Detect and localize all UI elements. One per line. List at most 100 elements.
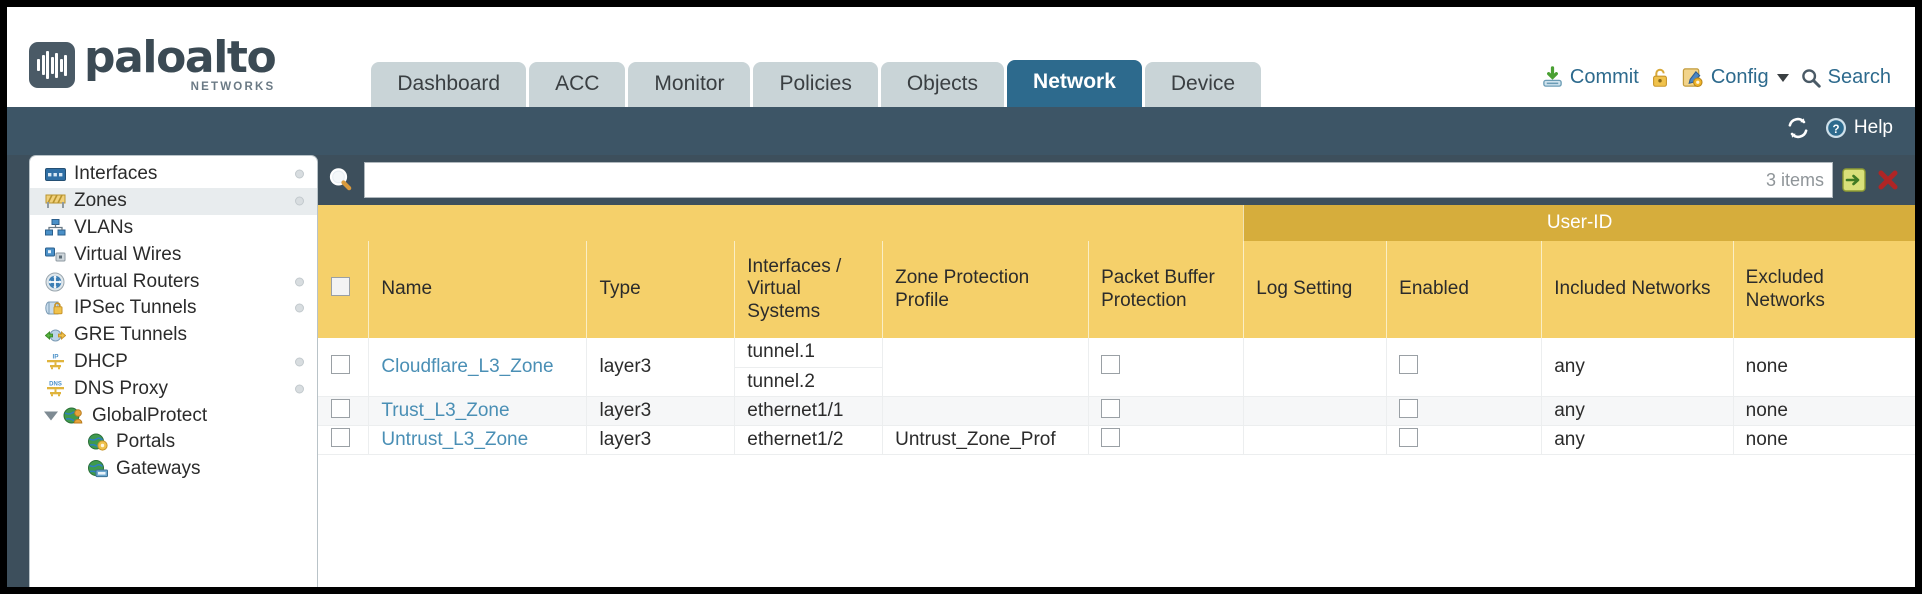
column-header-enabled[interactable]: Enabled: [1386, 241, 1542, 338]
select-all-header[interactable]: [318, 241, 369, 338]
column-header-name[interactable]: Name: [368, 241, 587, 338]
cell-included-networks: any: [1541, 338, 1734, 397]
refresh-icon[interactable]: [1785, 115, 1811, 141]
cell-log-setting: [1243, 338, 1387, 397]
search-input-wrap[interactable]: 3 items: [364, 162, 1833, 198]
column-header-log-setting[interactable]: Log Setting: [1243, 241, 1387, 338]
table-row[interactable]: Untrust_L3_Zone layer3 ethernet1/2 Untru…: [318, 425, 1915, 455]
column-header-type[interactable]: Type: [586, 241, 735, 338]
content-panel: 3 items: [318, 155, 1915, 587]
vlans-icon: [44, 218, 66, 237]
sidebar-item-ipsec-tunnels[interactable]: IPSec Tunnels: [30, 295, 317, 322]
config-dropdown[interactable]: Config: [1681, 66, 1789, 89]
userid-enabled-checkbox[interactable]: [1399, 427, 1419, 447]
row-select-cell[interactable]: [318, 338, 369, 397]
help-button[interactable]: ? Help: [1824, 116, 1893, 140]
userid-enabled-checkbox[interactable]: [1399, 354, 1419, 374]
help-icon: ?: [1825, 118, 1846, 138]
svg-text:IP: IP: [52, 354, 59, 361]
interface-item: tunnel.2: [747, 370, 815, 392]
sidebar-label: VLANs: [74, 216, 134, 238]
row-checkbox[interactable]: [331, 398, 350, 418]
search-label: Search: [1827, 66, 1891, 88]
sidebar-label: DNS Proxy: [74, 377, 168, 399]
filter-search-icon[interactable]: [326, 165, 356, 195]
sidebar-item-globalprotect[interactable]: GlobalProtect: [30, 402, 317, 429]
brand-logo[interactable]: paloalto NETWORKS: [29, 32, 277, 93]
row-select-cell[interactable]: [318, 425, 369, 455]
tab-device[interactable]: Device: [1144, 61, 1262, 107]
tab-dashboard[interactable]: Dashboard: [371, 61, 527, 107]
packet-buffer-protection-checkbox[interactable]: [1101, 354, 1121, 374]
packet-buffer-protection-checkbox[interactable]: [1101, 427, 1121, 447]
sidebar-status-dot: [295, 357, 304, 367]
cell-zone-protection-profile: [882, 338, 1089, 397]
cell-name[interactable]: Cloudflare_L3_Zone: [368, 338, 587, 397]
sidebar-status-dot: [295, 384, 304, 394]
column-header-packet-buffer-protection[interactable]: Packet Buffer Protection: [1088, 241, 1244, 338]
commit-button[interactable]: Commit: [1541, 66, 1639, 89]
tab-policies[interactable]: Policies: [753, 61, 878, 107]
row-checkbox[interactable]: [331, 427, 350, 447]
tab-acc[interactable]: ACC: [529, 61, 626, 107]
cell-name[interactable]: Trust_L3_Zone: [368, 396, 587, 426]
search-row: 3 items: [318, 155, 1915, 205]
sidebar-item-dns-proxy[interactable]: DNS DNS Proxy: [30, 375, 317, 402]
tab-network[interactable]: Network: [1007, 59, 1142, 107]
network-sidebar: Interfaces Zones: [29, 155, 318, 587]
sidebar-item-vlans[interactable]: VLANs: [30, 215, 317, 242]
zones-icon: [44, 192, 66, 211]
tab-objects[interactable]: Objects: [880, 61, 1005, 107]
cell-userid-enabled[interactable]: [1386, 425, 1542, 455]
row-checkbox[interactable]: [331, 354, 350, 374]
sidebar-label: GRE Tunnels: [74, 324, 187, 346]
table-row[interactable]: Trust_L3_Zone layer3 ethernet1/1 any non…: [318, 396, 1915, 426]
sidebar-item-portals[interactable]: Portals: [30, 429, 317, 456]
sidebar-status-dot: [295, 303, 304, 313]
column-header-zone-protection-profile[interactable]: Zone Protection Profile: [882, 241, 1089, 338]
row-select-cell[interactable]: [318, 396, 369, 426]
column-header-included-networks[interactable]: Included Networks: [1541, 241, 1734, 338]
sidebar-item-interfaces[interactable]: Interfaces: [30, 161, 317, 188]
lock-button[interactable]: [1650, 67, 1670, 89]
brand-tagline: NETWORKS: [190, 81, 276, 93]
commit-label: Commit: [1569, 66, 1639, 88]
cell-type: layer3: [586, 396, 735, 426]
clear-filter-button[interactable]: [1875, 167, 1901, 193]
cell-packet-buffer-protection[interactable]: [1088, 425, 1244, 455]
gre-tunnels-icon: [44, 326, 66, 345]
packet-buffer-protection-checkbox[interactable]: [1101, 398, 1121, 418]
sidebar-item-zones[interactable]: Zones: [30, 187, 317, 215]
virtual-routers-icon: [44, 272, 66, 292]
gateways-icon: [86, 460, 108, 479]
cell-userid-enabled[interactable]: [1386, 338, 1542, 397]
sidebar-item-gre-tunnels[interactable]: GRE Tunnels: [30, 322, 317, 349]
sidebar-item-dhcp[interactable]: IP DHCP: [30, 349, 317, 376]
items-count: 3 items: [1765, 169, 1824, 190]
select-all-checkbox[interactable]: [331, 276, 350, 296]
interface-item: tunnel.1: [735, 338, 883, 368]
userid-enabled-checkbox[interactable]: [1399, 398, 1419, 418]
table-header-row: Name Type Interfaces / Virtual Systems Z…: [318, 241, 1915, 338]
sidebar-item-virtual-wires[interactable]: Virtual Wires: [30, 241, 317, 268]
sidebar-item-gateways[interactable]: Gateways: [30, 456, 317, 483]
column-header-interfaces[interactable]: Interfaces / Virtual Systems: [734, 241, 883, 338]
close-icon: [1878, 170, 1898, 190]
chevron-down-icon: [1776, 73, 1789, 82]
expander-triangle-icon[interactable]: [44, 411, 58, 421]
sidebar-item-virtual-routers[interactable]: Virtual Routers: [30, 268, 317, 295]
column-header-excluded-networks[interactable]: Excluded Networks: [1732, 241, 1915, 338]
zones-table: User-ID Name Type Interfaces / Virtual S…: [318, 205, 1915, 455]
search-button[interactable]: Search: [1800, 66, 1891, 89]
cell-type: layer3: [586, 338, 735, 397]
cell-packet-buffer-protection[interactable]: [1088, 338, 1244, 397]
sidebar-label: Virtual Wires: [74, 243, 182, 265]
cell-packet-buffer-protection[interactable]: [1088, 396, 1244, 426]
cell-userid-enabled[interactable]: [1386, 396, 1542, 426]
portals-icon: [86, 433, 108, 452]
cell-name[interactable]: Untrust_L3_Zone: [368, 425, 587, 455]
group-header-spacer: [318, 205, 1244, 241]
tab-monitor[interactable]: Monitor: [628, 61, 751, 107]
apply-filter-button[interactable]: [1841, 167, 1867, 193]
brand-name: paloalto: [84, 32, 277, 84]
